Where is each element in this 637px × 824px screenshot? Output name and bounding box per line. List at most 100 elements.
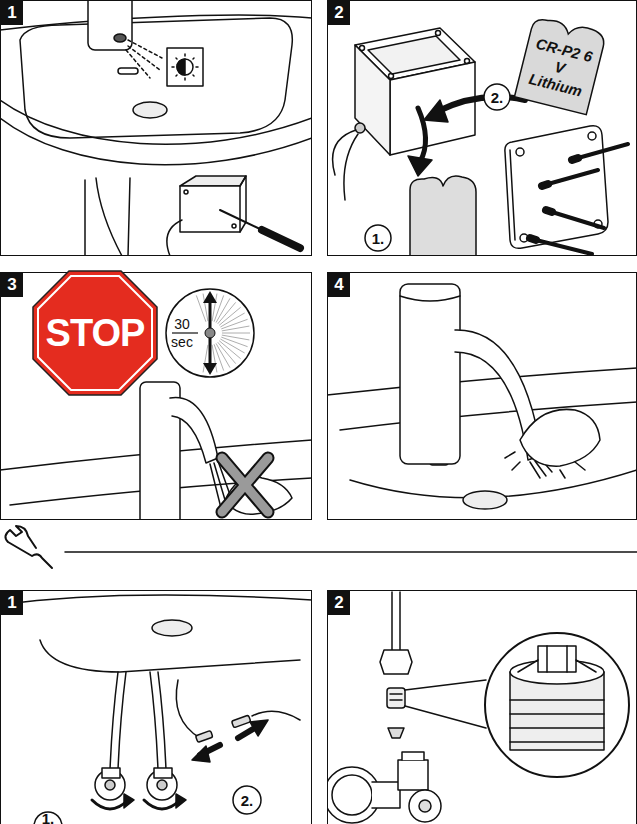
screwdriver-handle [262, 230, 300, 248]
step-number: 4 [328, 273, 350, 297]
arrow-head [176, 794, 186, 808]
sun-rays [172, 54, 198, 80]
valve-thread [402, 752, 424, 760]
control-box [180, 186, 240, 232]
box-face [355, 45, 390, 155]
cable [252, 711, 300, 720]
sun-symbol [177, 59, 193, 75]
step-panel: 1 [0, 590, 312, 824]
callout-number: 2. [241, 792, 254, 809]
step-number: 3 [1, 273, 23, 297]
faucet-body [88, 0, 132, 50]
wrench-icon [5, 526, 52, 568]
callout-number: 1. [372, 230, 385, 247]
dial-ray [219, 341, 240, 359]
valve-knob [419, 800, 431, 812]
dial-ray [220, 339, 244, 353]
valve-body [372, 782, 400, 808]
wire [333, 130, 358, 200]
sink-edge [0, 595, 312, 605]
dial-ray [222, 326, 250, 331]
valve-knob [157, 780, 167, 790]
dial-knob [205, 328, 215, 338]
screws [536, 144, 628, 254]
overflow-slot [118, 68, 138, 74]
connector [195, 730, 212, 742]
dial-face [166, 289, 254, 377]
lid-hole [516, 148, 524, 156]
hand [520, 409, 600, 466]
hose-nut [380, 650, 412, 674]
sensor-window [114, 34, 126, 42]
sink-sensor-scene [0, 0, 312, 256]
octagon [33, 271, 157, 395]
faucet-spout [170, 398, 218, 464]
step-panel: 2CR-P2 6 V Lithium [327, 0, 637, 256]
step-panel: 1 [0, 0, 312, 256]
control-box [240, 176, 246, 232]
separator-line [65, 551, 637, 553]
filter-cartridge [387, 688, 405, 708]
faucet-body [400, 284, 460, 464]
sink-basin [20, 18, 292, 138]
sensor-rays [126, 40, 162, 78]
old-battery [410, 176, 476, 256]
callout-number: 1. [42, 810, 55, 824]
filter-scene [327, 592, 629, 823]
insert-arrow [436, 97, 525, 112]
cartridge-grooves [510, 700, 604, 742]
arrow-head [424, 100, 448, 122]
step-panel: 4 [327, 272, 637, 520]
faucet-top [400, 296, 460, 301]
wait-scene [0, 382, 312, 520]
control-box [180, 176, 246, 186]
stop-text: STOP [33, 271, 157, 395]
screw-hole [360, 46, 365, 51]
stop-sign: STOP [33, 271, 157, 395]
box-lid [505, 126, 608, 249]
cartridge-ribs [518, 646, 596, 672]
remove-arrow [418, 108, 426, 162]
escutcheon [332, 775, 372, 815]
screw-hole [436, 31, 441, 36]
battery-shape [514, 15, 606, 115]
step-number: 2 [328, 1, 350, 25]
filter-ribs [390, 694, 402, 700]
light-sensor-icon [167, 48, 203, 86]
screwdriver-shaft [220, 210, 262, 230]
battery-change-scene [333, 28, 628, 256]
valve-nut [102, 768, 120, 778]
step-panel: 3 STOP30 sec [0, 272, 312, 520]
drain [152, 620, 192, 636]
lid-hole [588, 132, 596, 140]
sun-symbol [177, 59, 185, 75]
dial-ray [222, 333, 250, 334]
screw [232, 224, 236, 228]
arrow-head [408, 156, 432, 176]
drain [463, 491, 507, 509]
arrow-head [124, 794, 134, 808]
screw-hole [465, 59, 470, 64]
timer-dial: 30 sec [164, 287, 256, 379]
dial-ray [218, 342, 236, 363]
valve-scene [0, 595, 312, 824]
cable [176, 680, 200, 738]
filter-screen [388, 728, 404, 738]
pedestal-pipes [85, 178, 130, 256]
lid-edge [510, 150, 515, 240]
cross-outline [222, 458, 268, 512]
screw [184, 190, 188, 194]
arrow-head [250, 720, 268, 736]
splash [505, 452, 585, 478]
sink-rim [0, 118, 312, 165]
dial-ray [216, 298, 230, 322]
hose [150, 672, 166, 770]
arrow-head [203, 363, 217, 375]
node-shape [164, 287, 256, 379]
turn-arrow [92, 800, 180, 809]
hose [110, 672, 126, 770]
callout-number: 2. [491, 89, 504, 106]
cartridge-hub [538, 646, 576, 672]
arrow-head [192, 746, 210, 762]
